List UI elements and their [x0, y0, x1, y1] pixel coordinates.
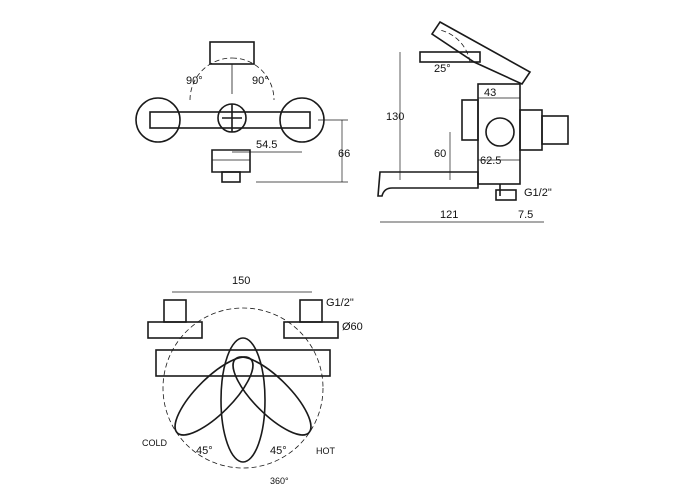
- side-cartridge: [485, 117, 515, 147]
- front-view: 90° 90° 54.5 66: [135, 41, 350, 183]
- side-dim-spout: 121: [440, 209, 458, 221]
- top-escutcheon-right: [283, 321, 339, 339]
- side-dim-total: 130: [386, 111, 404, 123]
- side-outlet: [495, 189, 517, 201]
- top-angle-hot: 45°: [270, 445, 287, 457]
- front-dim-height: 66: [338, 148, 350, 160]
- top-inlet-right: [299, 299, 323, 323]
- top-label-hot: HOT: [316, 446, 336, 456]
- front-angle-right: 90°: [252, 75, 269, 87]
- side-spout: [377, 171, 479, 197]
- side-angle-handle: 25°: [434, 63, 451, 75]
- top-thread-label: G1/2": [326, 297, 354, 309]
- top-body: [155, 349, 331, 377]
- side-thread: [541, 115, 569, 145]
- side-thread-label: G1/2": [524, 187, 552, 199]
- front-body: [149, 111, 311, 129]
- top-lever-center: [220, 337, 266, 463]
- side-dim-body: 43: [484, 87, 496, 99]
- top-angle-cold: 45°: [196, 445, 213, 457]
- side-connector: [519, 109, 543, 151]
- top-inlet-left: [163, 299, 187, 323]
- top-label-cold: COLD: [142, 438, 168, 448]
- top-dim-center: 150: [232, 275, 250, 287]
- side-arc: [439, 29, 471, 63]
- front-connector-left: [135, 97, 181, 143]
- side-handle-base: [419, 51, 481, 63]
- front-dim-offset: 54.5: [256, 139, 277, 151]
- top-view: 150 G1/2" Ø60 COLD HOT 45° 45° 360°: [142, 275, 363, 486]
- top-angle-rotation: 360°: [270, 476, 289, 486]
- front-connector-right: [279, 97, 325, 143]
- side-dim-center: 62.5: [480, 155, 501, 167]
- top-lever-hot: [232, 356, 312, 436]
- side-handle: [430, 20, 532, 86]
- side-dim-gap: 7.5: [518, 209, 533, 221]
- side-diverter: [461, 99, 479, 141]
- top-rotation-circle: [162, 307, 324, 469]
- side-view: 25° 130 43 60 62.5 G1/2" 121 7.5: [377, 20, 569, 223]
- front-arc-left: [189, 57, 233, 101]
- front-arc-right: [231, 57, 275, 101]
- front-spout: [211, 149, 251, 173]
- front-aerator: [221, 171, 241, 183]
- top-escutcheon-label: Ø60: [342, 321, 363, 333]
- front-angle-left: 90°: [186, 75, 203, 87]
- top-escutcheon-left: [147, 321, 203, 339]
- side-dim-outlet: 60: [434, 148, 446, 160]
